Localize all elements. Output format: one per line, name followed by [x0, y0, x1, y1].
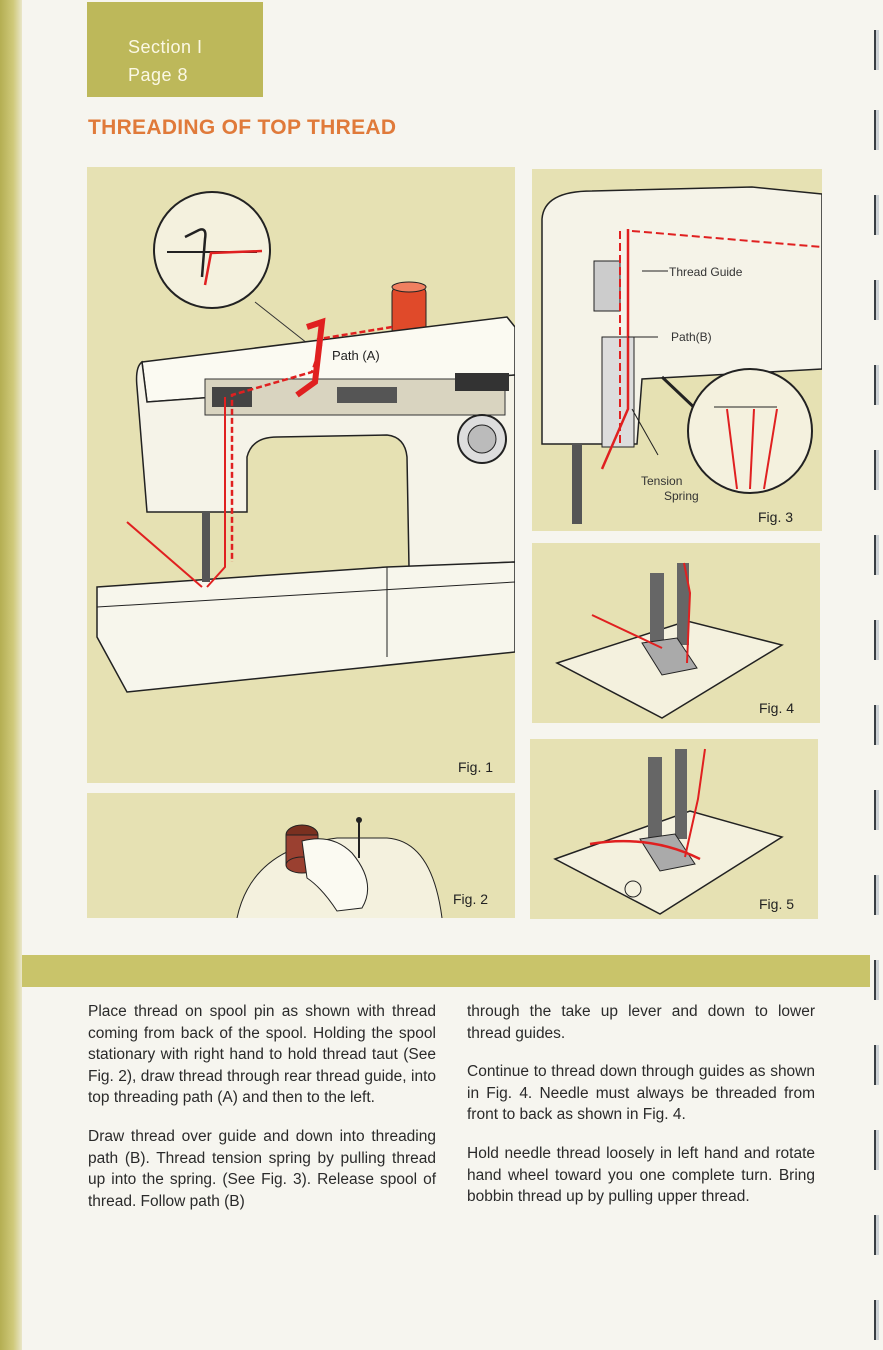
thread-guide-callout: Thread Guide: [669, 265, 743, 279]
fig-4-label: Fig. 4: [759, 700, 795, 716]
paragraph: through the take up lever and down to lo…: [467, 1003, 815, 1042]
section-label: Section I: [128, 37, 203, 57]
figure-4-panel: Fig. 4: [532, 543, 820, 723]
spring-callout: Spring: [664, 489, 699, 503]
section-tab: Section I Page 8: [87, 2, 263, 97]
needle-threading-illustration: [555, 562, 784, 719]
figure-1-panel: Path (A) Fig. 1: [87, 167, 515, 783]
bobbin-thread-illustration: [553, 748, 784, 915]
figure-5-panel: Fig. 5: [530, 739, 818, 919]
page-title: THREADING OF TOP THREAD: [88, 116, 397, 139]
olive-divider-band: [22, 955, 870, 987]
paragraph: Hold needle thread loosely in left hand …: [467, 1144, 815, 1206]
sewing-machine-illustration: Path (A): [96, 191, 515, 693]
spool-hand-illustration: [236, 817, 443, 918]
fig-2-label: Fig. 2: [453, 891, 489, 907]
path-b-callout: Path(B): [671, 330, 712, 344]
figure-3-panel: Thread Guide Path(B) Tension Spring Fig.…: [532, 169, 822, 531]
fig-1-label: Fig. 1: [458, 759, 494, 775]
spiral-binding: [869, 0, 883, 1350]
figure-2-panel: Fig. 2: [87, 793, 515, 918]
paragraph: Place thread on spool pin as shown with …: [88, 1003, 436, 1107]
thread-guide-illustration: [541, 186, 822, 524]
fig-5-label: Fig. 5: [759, 896, 795, 912]
tension-callout: Tension: [641, 474, 683, 488]
fig-3-label: Fig. 3: [758, 509, 794, 525]
olive-spine: [0, 0, 22, 1350]
path-a-label: Path (A): [332, 348, 380, 363]
paragraph: Continue to thread down through guides a…: [467, 1063, 815, 1124]
body-column-left: Place thread on spool pin as shown with …: [88, 1001, 436, 1229]
page-label: Page 8: [128, 65, 189, 85]
body-column-right: through the take up lever and down to lo…: [467, 1001, 815, 1225]
paragraph: Draw thread over guide and down into thr…: [88, 1127, 436, 1210]
